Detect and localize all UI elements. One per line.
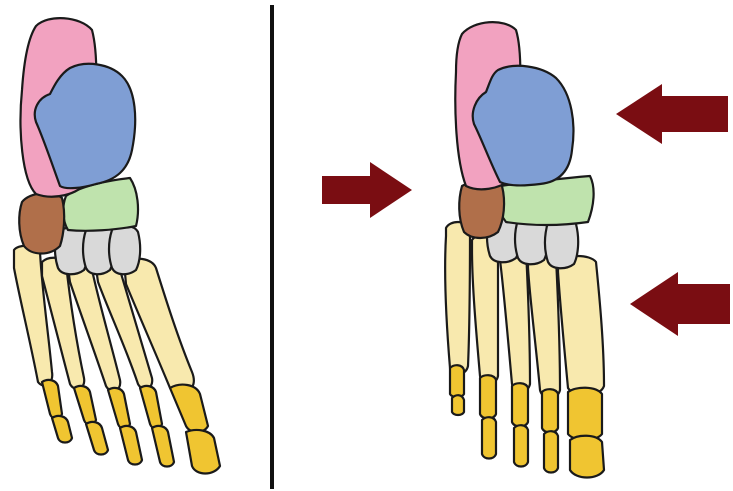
right-toe-1-distal xyxy=(452,395,464,415)
left-phalanges xyxy=(42,380,220,474)
right-toe-4-proximal xyxy=(542,389,558,432)
left-toe-2-distal xyxy=(86,422,108,455)
right-metatarsal-1 xyxy=(445,222,470,375)
left-toe-4-distal xyxy=(152,426,174,467)
left-cuboid xyxy=(19,193,64,253)
left-cuneiform-lateral xyxy=(109,226,140,275)
arrow-left-lateral-upper xyxy=(616,84,728,144)
left-cuneiforms xyxy=(55,226,140,275)
left-toe-3-distal xyxy=(120,426,142,465)
left-toe-2-proximal xyxy=(74,386,96,425)
left-toe-5-distal xyxy=(186,430,220,474)
right-metatarsal-4 xyxy=(528,252,560,398)
left-toe-3-proximal xyxy=(108,388,130,429)
right-toe-4-distal xyxy=(544,431,558,472)
arrow-right-medial xyxy=(322,162,412,218)
right-foot xyxy=(445,22,604,477)
right-toe-5-distal xyxy=(570,436,604,478)
right-toe-2-distal xyxy=(482,417,496,458)
left-foot xyxy=(14,18,220,473)
right-toe-2-proximal xyxy=(480,375,496,418)
left-toe-4-proximal xyxy=(140,386,162,429)
right-toe-1-proximal xyxy=(450,365,464,397)
left-toe-1-proximal xyxy=(42,380,62,419)
right-metatarsal-3 xyxy=(500,244,530,392)
left-toe-1-distal xyxy=(52,416,72,443)
right-toe-3-proximal xyxy=(512,383,528,426)
arrow-left-lateral-lower xyxy=(630,272,730,336)
left-toe-5-proximal xyxy=(170,385,208,432)
right-toe-3-distal xyxy=(514,425,528,466)
right-metatarsal-5 xyxy=(558,256,604,395)
right-toe-5-proximal xyxy=(568,388,602,440)
